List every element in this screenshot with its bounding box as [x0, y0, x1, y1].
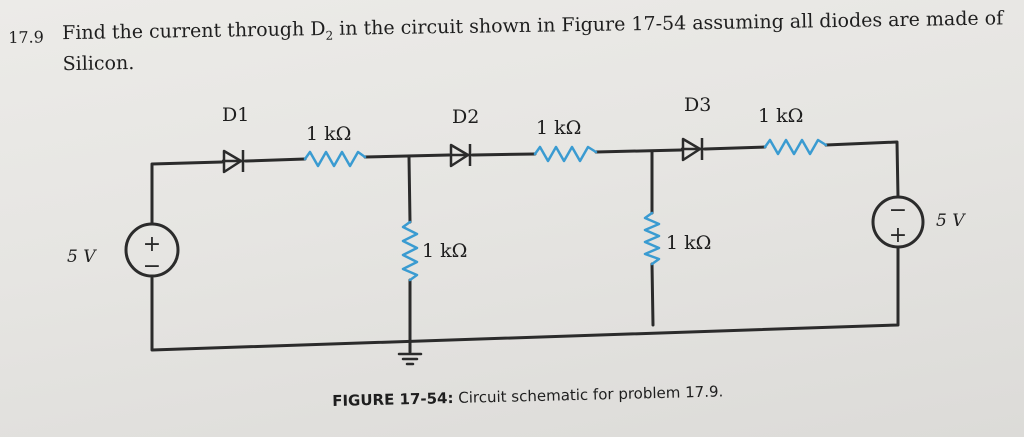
- wire-top-right: [824, 140, 900, 199]
- diode-d1-icon: [222, 149, 246, 174]
- wire-r2-d3: [594, 148, 683, 154]
- wire-branch1-top: [407, 155, 412, 224]
- minus-sign-left: −: [143, 254, 161, 279]
- label-r-top1: 1 kΩ: [306, 123, 351, 145]
- voltage-source-right: [871, 195, 925, 249]
- diode-d3-icon: [681, 137, 705, 162]
- label-d3: D3: [684, 94, 711, 116]
- figure-caption-label: FIGURE 17-54:: [332, 389, 454, 410]
- wire-r1-d2: [363, 153, 451, 159]
- label-r-top2: 1 kΩ: [536, 117, 581, 139]
- resistor-branch2: [643, 211, 661, 266]
- label-source-left: 5 V: [67, 247, 97, 267]
- diode-d2-icon: [449, 143, 473, 168]
- resistor-branch1: [401, 220, 419, 282]
- plus-sign-right: +: [889, 223, 907, 248]
- wire-d2-r2: [471, 152, 537, 157]
- voltage-source-left: [124, 222, 180, 278]
- label-r-mid2: 1 kΩ: [666, 232, 711, 254]
- label-d2: D2: [452, 106, 479, 128]
- label-r-mid1: 1 kΩ: [422, 240, 467, 262]
- wire-branch2-bottom: [650, 262, 655, 327]
- wire-top-left: [150, 160, 224, 225]
- ground-icon: [397, 352, 423, 366]
- wire-d1-r1: [244, 157, 307, 163]
- label-d1: D1: [222, 104, 249, 126]
- plus-sign-left: +: [143, 232, 161, 257]
- label-source-right: 5 V: [936, 211, 966, 231]
- resistor-top2: [533, 145, 598, 163]
- resistor-top1: [303, 150, 367, 168]
- resistor-top3: [763, 138, 828, 156]
- wire-d3-r3: [703, 145, 767, 151]
- wire-bottom: [150, 246, 900, 352]
- minus-sign-right: −: [889, 198, 907, 223]
- label-r-top3: 1 kΩ: [758, 105, 803, 127]
